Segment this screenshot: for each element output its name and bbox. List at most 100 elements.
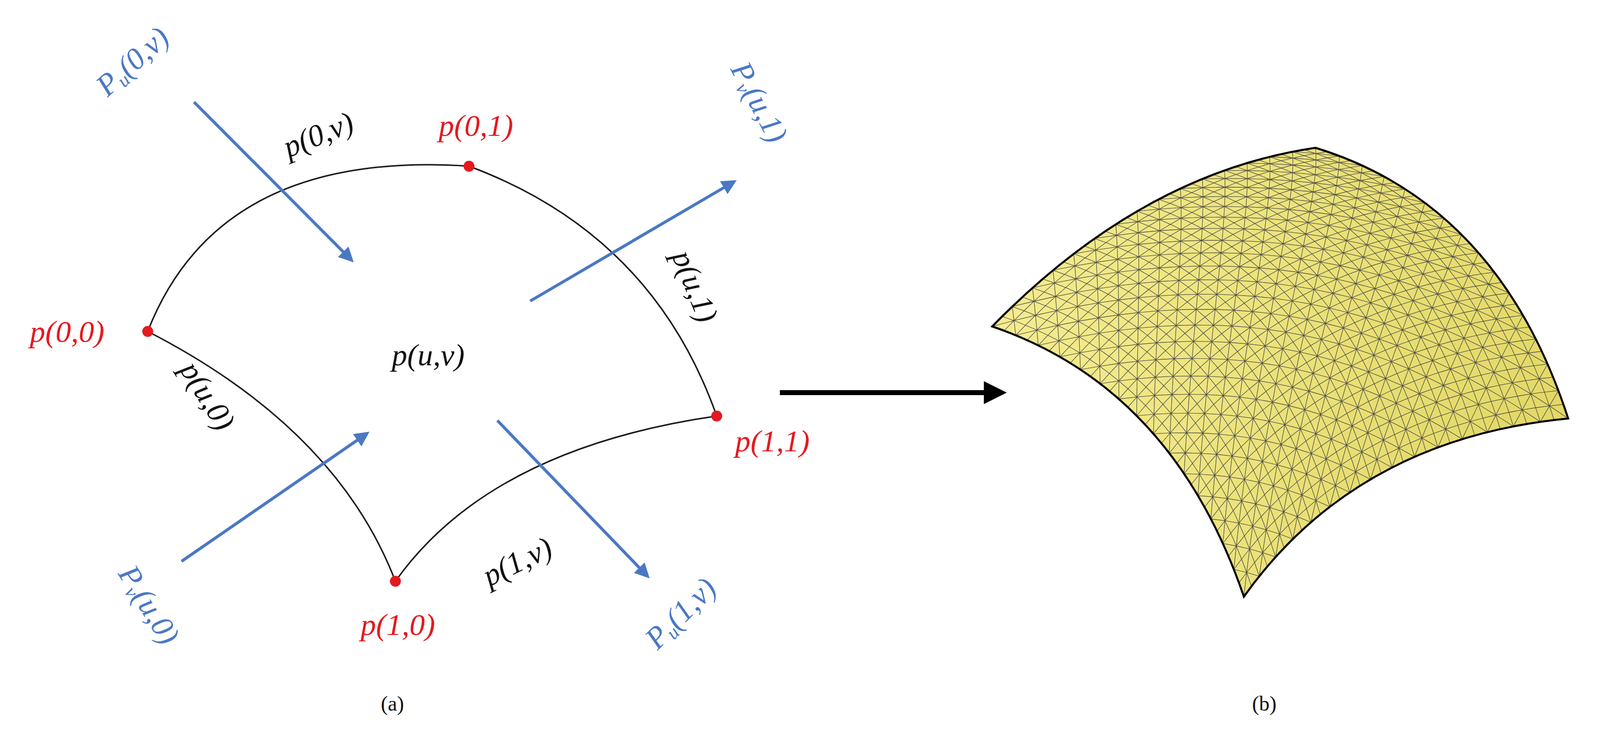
mesh-triangle	[1190, 240, 1202, 253]
mesh-triangle	[1148, 230, 1160, 243]
mesh-triangle	[1087, 288, 1099, 303]
panel-caption: (b)	[1252, 692, 1277, 714]
mesh-triangle	[1108, 299, 1119, 315]
mesh-triangle	[1147, 326, 1158, 343]
boundary-label: p(1,v)	[477, 531, 558, 591]
mesh-triangle	[1304, 153, 1317, 161]
boundary-curve	[147, 331, 396, 581]
mesh-triangle	[1209, 266, 1220, 281]
mesh-triangle	[1086, 262, 1098, 276]
tangent-arrow	[181, 433, 368, 562]
tangent-label: Pv(u,0)	[113, 559, 186, 650]
tangent-label: Pv(u,1)	[725, 56, 794, 148]
mesh-triangle	[1254, 218, 1266, 230]
corner-points	[142, 160, 723, 587]
mesh-triangle	[1189, 266, 1200, 281]
mesh-triangle	[1089, 333, 1100, 350]
mesh-triangle	[1162, 394, 1172, 414]
mesh-triangle	[1108, 314, 1119, 331]
mesh-triangle	[1258, 163, 1271, 172]
mesh-triangle	[1170, 241, 1181, 254]
mesh-triangle	[1162, 413, 1172, 433]
corner-label: p(1,1)	[735, 425, 810, 457]
mesh-triangle	[1231, 240, 1243, 254]
mesh-triangle	[1185, 324, 1196, 342]
mesh-triangle	[1146, 359, 1156, 377]
mesh-triangle	[1235, 187, 1247, 197]
mesh-triangle	[1304, 159, 1317, 167]
mesh-triangle	[1148, 281, 1160, 296]
mesh-triangle	[1280, 181, 1293, 190]
mesh-triangle	[1304, 167, 1316, 175]
corner-label: p(0,0)	[29, 315, 105, 347]
mesh-triangle	[1168, 280, 1180, 295]
mesh-triangle	[1145, 395, 1155, 415]
mesh-triangle	[1065, 278, 1077, 292]
mesh-triangle	[1148, 219, 1160, 231]
boundary-curve	[469, 166, 717, 416]
mesh-triangle	[1281, 172, 1293, 182]
mesh-triangle	[1149, 242, 1160, 255]
corner-point	[711, 410, 723, 422]
mesh-triangle	[1234, 206, 1246, 218]
mesh-triangle	[1163, 376, 1174, 395]
mesh-triangle	[1146, 342, 1157, 360]
mesh-triangle	[1086, 275, 1098, 289]
mesh-triangle	[1170, 217, 1182, 229]
mesh-triangle	[1350, 165, 1363, 173]
mesh-triangle	[1326, 169, 1339, 178]
mesh-triangle	[1214, 196, 1225, 207]
mesh-triangle	[1186, 309, 1197, 326]
mesh-triangle	[1232, 228, 1244, 241]
surface-mesh	[992, 147, 1569, 597]
mesh-triangle	[1024, 300, 1036, 315]
mesh-triangle	[1109, 346, 1119, 364]
mesh-triangle	[1128, 256, 1139, 270]
panel-caption: (a)	[380, 692, 405, 714]
mesh-triangle	[1327, 155, 1340, 163]
mesh-triangle	[1166, 325, 1177, 342]
mesh-triangle	[1301, 191, 1314, 202]
corner-point	[389, 575, 401, 587]
mesh-triangle	[1212, 228, 1224, 241]
mesh-triangle	[1085, 250, 1097, 263]
mesh-triangle	[1088, 302, 1099, 318]
mesh-triangle	[1191, 228, 1203, 241]
mesh-triangle	[1128, 361, 1138, 379]
mesh-triangle	[1279, 189, 1292, 199]
mesh-triangle	[1372, 176, 1385, 185]
mesh-triangle	[1167, 309, 1178, 326]
mesh-triangle	[1187, 293, 1198, 309]
mesh-triangle	[1278, 198, 1291, 209]
boundary-curve	[395, 415, 717, 581]
corner-label: p(1,0)	[360, 608, 436, 640]
mesh-triangle	[1066, 291, 1078, 306]
mesh-triangle	[1327, 162, 1340, 170]
mesh-triangle	[1258, 179, 1270, 189]
mesh-triangle	[1256, 207, 1268, 219]
mesh-triangle	[1128, 269, 1139, 283]
mesh-triangle	[1089, 349, 1100, 367]
mesh-triangle	[1165, 341, 1175, 359]
mesh-triangle	[1046, 310, 1058, 326]
corner-point	[142, 325, 154, 337]
mesh-triangle	[1235, 170, 1248, 179]
mesh-triangle	[1128, 297, 1139, 313]
mesh-triangle	[1348, 180, 1361, 189]
mesh-triangle	[1147, 310, 1158, 327]
mesh-triangle	[1349, 172, 1362, 181]
mesh-triangle	[1213, 216, 1224, 229]
mesh-triangle	[1211, 240, 1223, 253]
boundary-label: p(0,v)	[279, 106, 359, 163]
mesh-triangle	[1107, 272, 1119, 286]
boundary-curve	[147, 164, 470, 332]
mesh-triangle	[1064, 266, 1076, 280]
mesh-triangle	[1025, 315, 1037, 331]
mesh-triangle	[1164, 358, 1175, 377]
mesh-triangle	[1145, 376, 1156, 396]
mesh-triangle	[1210, 252, 1222, 267]
patch-boundary	[147, 164, 717, 581]
mesh-triangle	[1281, 165, 1294, 173]
mesh-triangle	[1192, 196, 1204, 207]
mesh-triangle	[1128, 328, 1139, 345]
